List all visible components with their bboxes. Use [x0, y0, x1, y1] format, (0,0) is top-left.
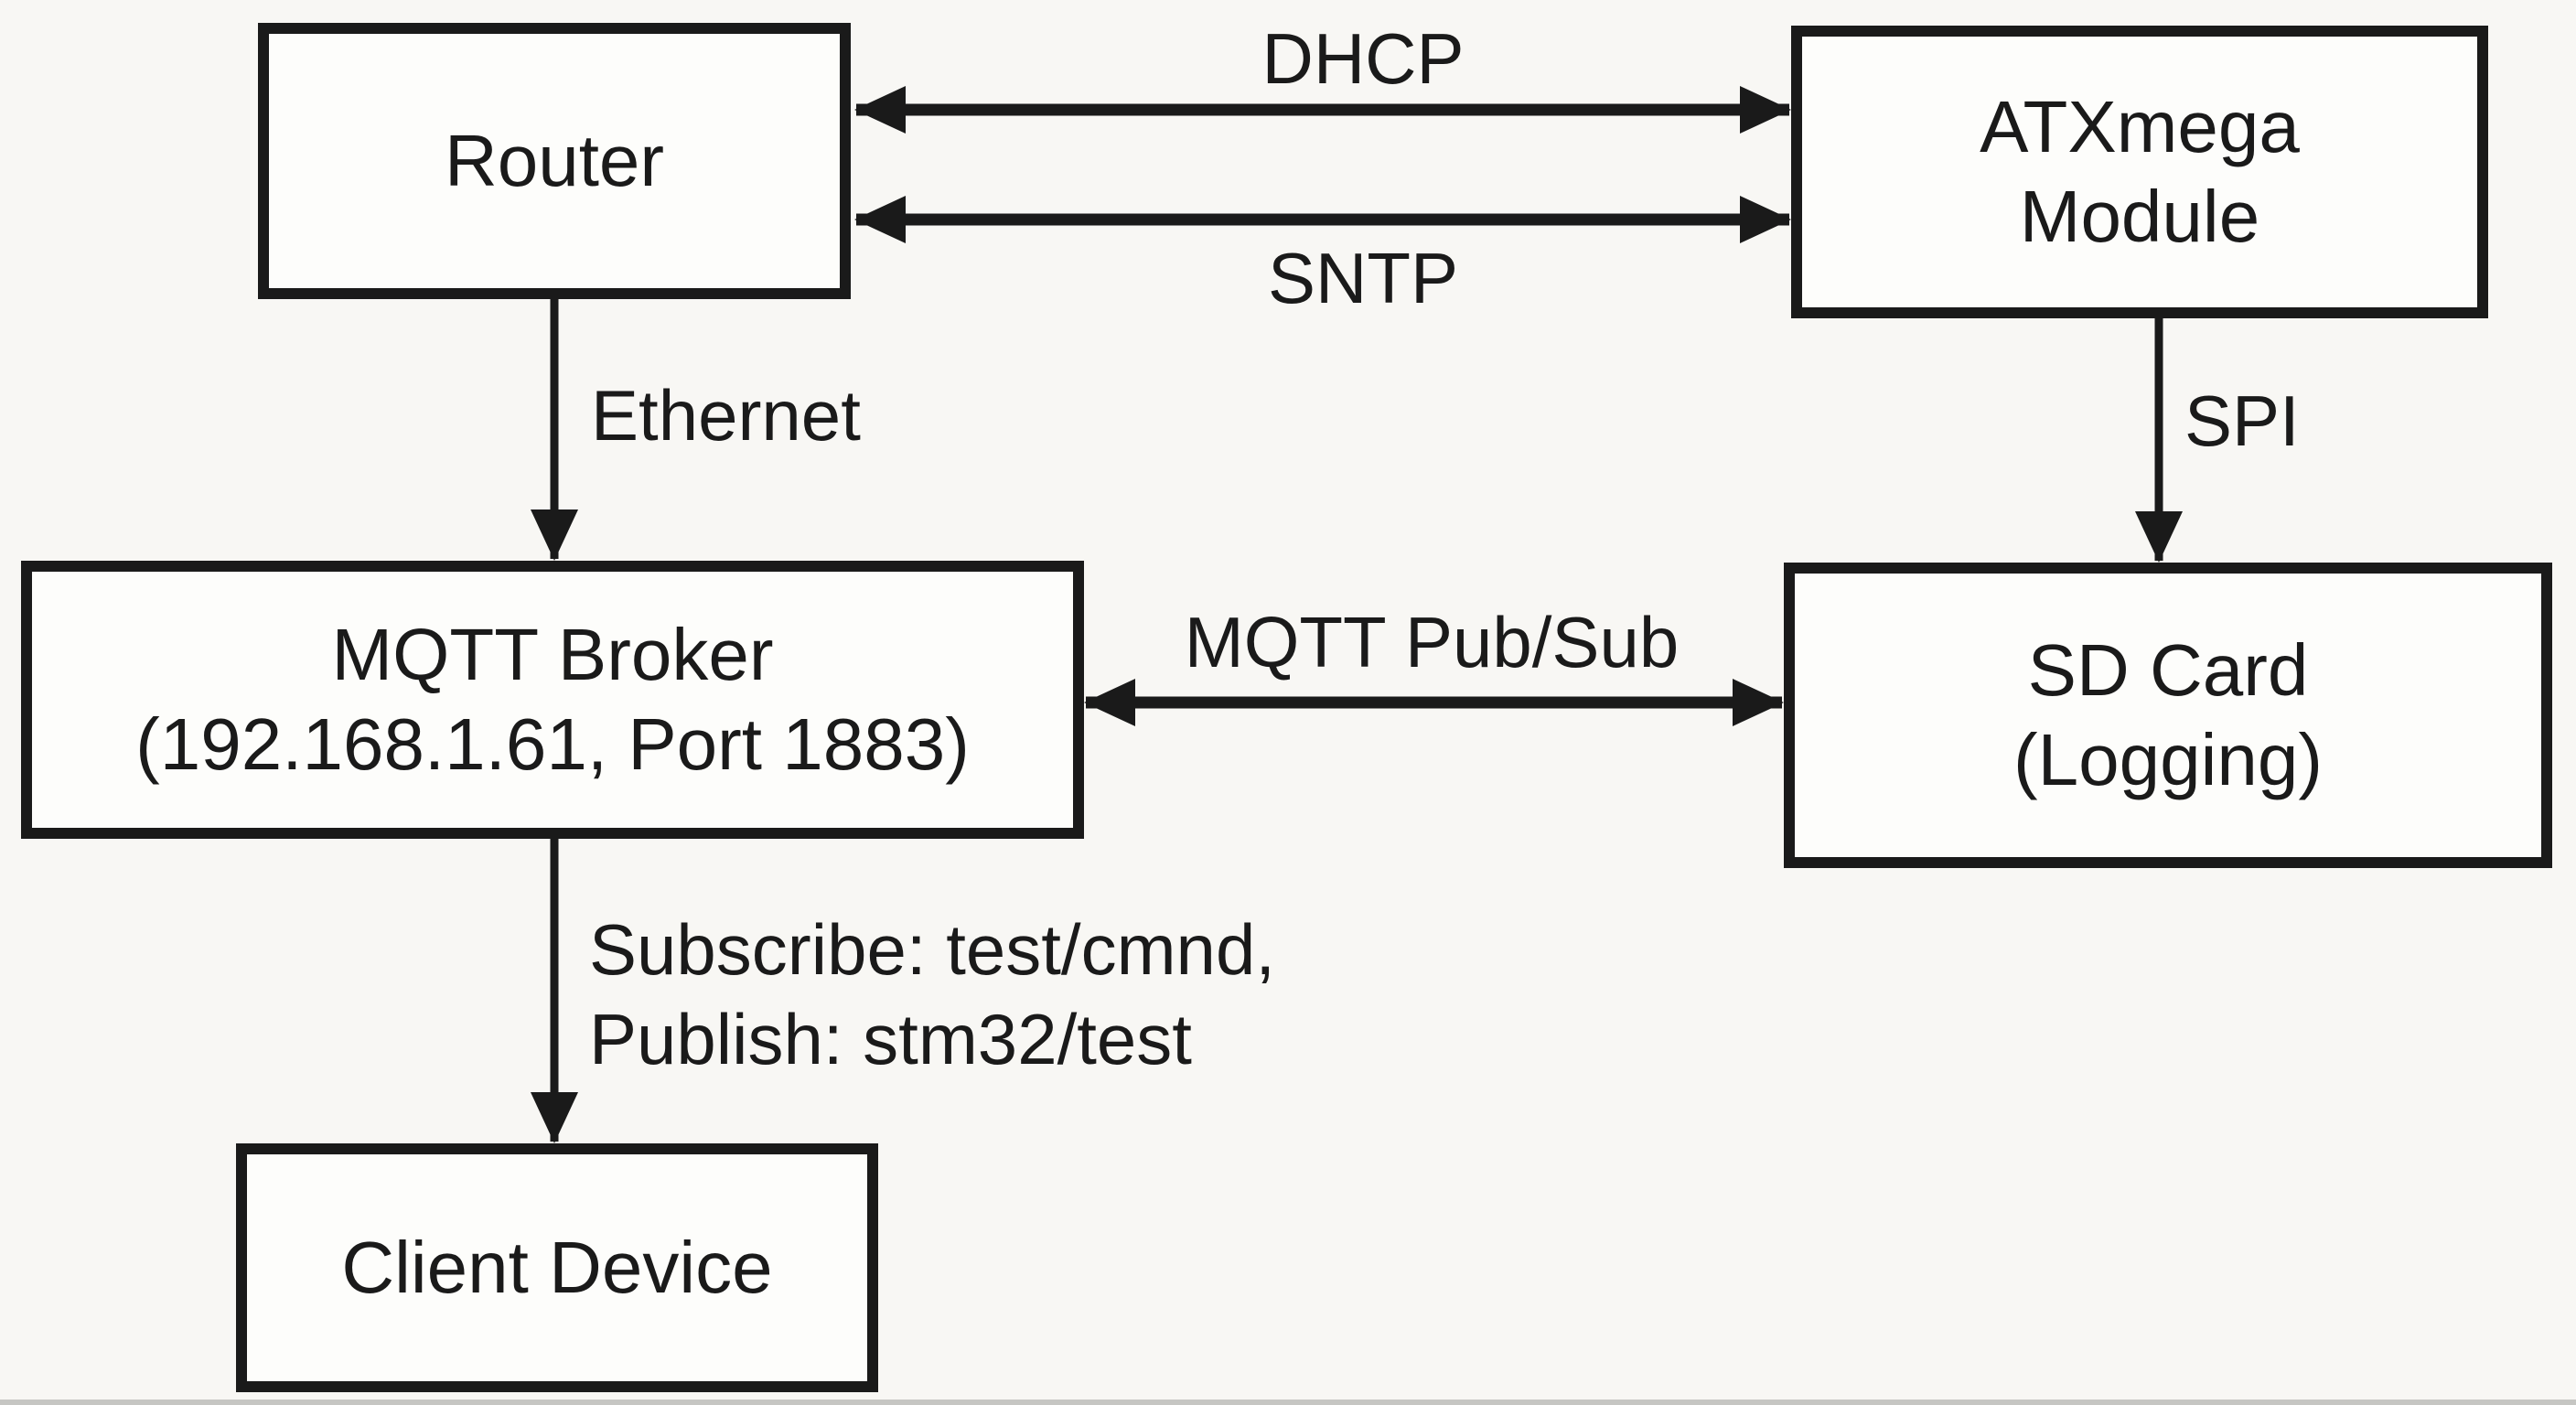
edge-label-subscribe-line: Subscribe: test/cmnd, [589, 909, 1275, 990]
node-client-device-label: Client Device [341, 1227, 773, 1309]
node-mqtt-broker: MQTT Broker (192.168.1.61, Port 1883) [21, 561, 1084, 839]
node-atxmega-label-line1: ATXmega [1980, 86, 2300, 168]
edge-label-mqtt-pubsub: MQTT Pub/Sub [1184, 602, 1680, 682]
scan-artifact-strip [0, 1400, 2576, 1405]
node-atxmega-label-line2: Module [2019, 176, 2260, 257]
node-router: Router [258, 23, 851, 299]
node-router-label: Router [444, 120, 665, 202]
edge-label-publish-line: Publish: stm32/test [589, 998, 1192, 1079]
node-mqtt-broker-label-line2: (192.168.1.61, Port 1883) [135, 703, 970, 785]
node-sd-card-label-line2: (Logging) [2012, 719, 2323, 800]
node-atxmega-module: ATXmega Module [1791, 26, 2488, 318]
node-sd-card-label-line1: SD Card [2027, 629, 2309, 712]
edge-label-sntp: SNTP [1267, 238, 1459, 318]
edge-label-spi: SPI [2184, 381, 2300, 461]
edge-label-dhcp: DHCP [1261, 18, 1465, 99]
edge-label-broker-client: Subscribe: test/cmnd, Publish: stm32/tes… [589, 906, 1275, 1084]
node-mqtt-broker-label-line1: MQTT Broker [331, 614, 774, 696]
node-sd-card: SD Card (Logging) [1784, 563, 2552, 868]
edge-label-ethernet: Ethernet [591, 375, 861, 456]
node-client-device: Client Device [236, 1143, 878, 1392]
